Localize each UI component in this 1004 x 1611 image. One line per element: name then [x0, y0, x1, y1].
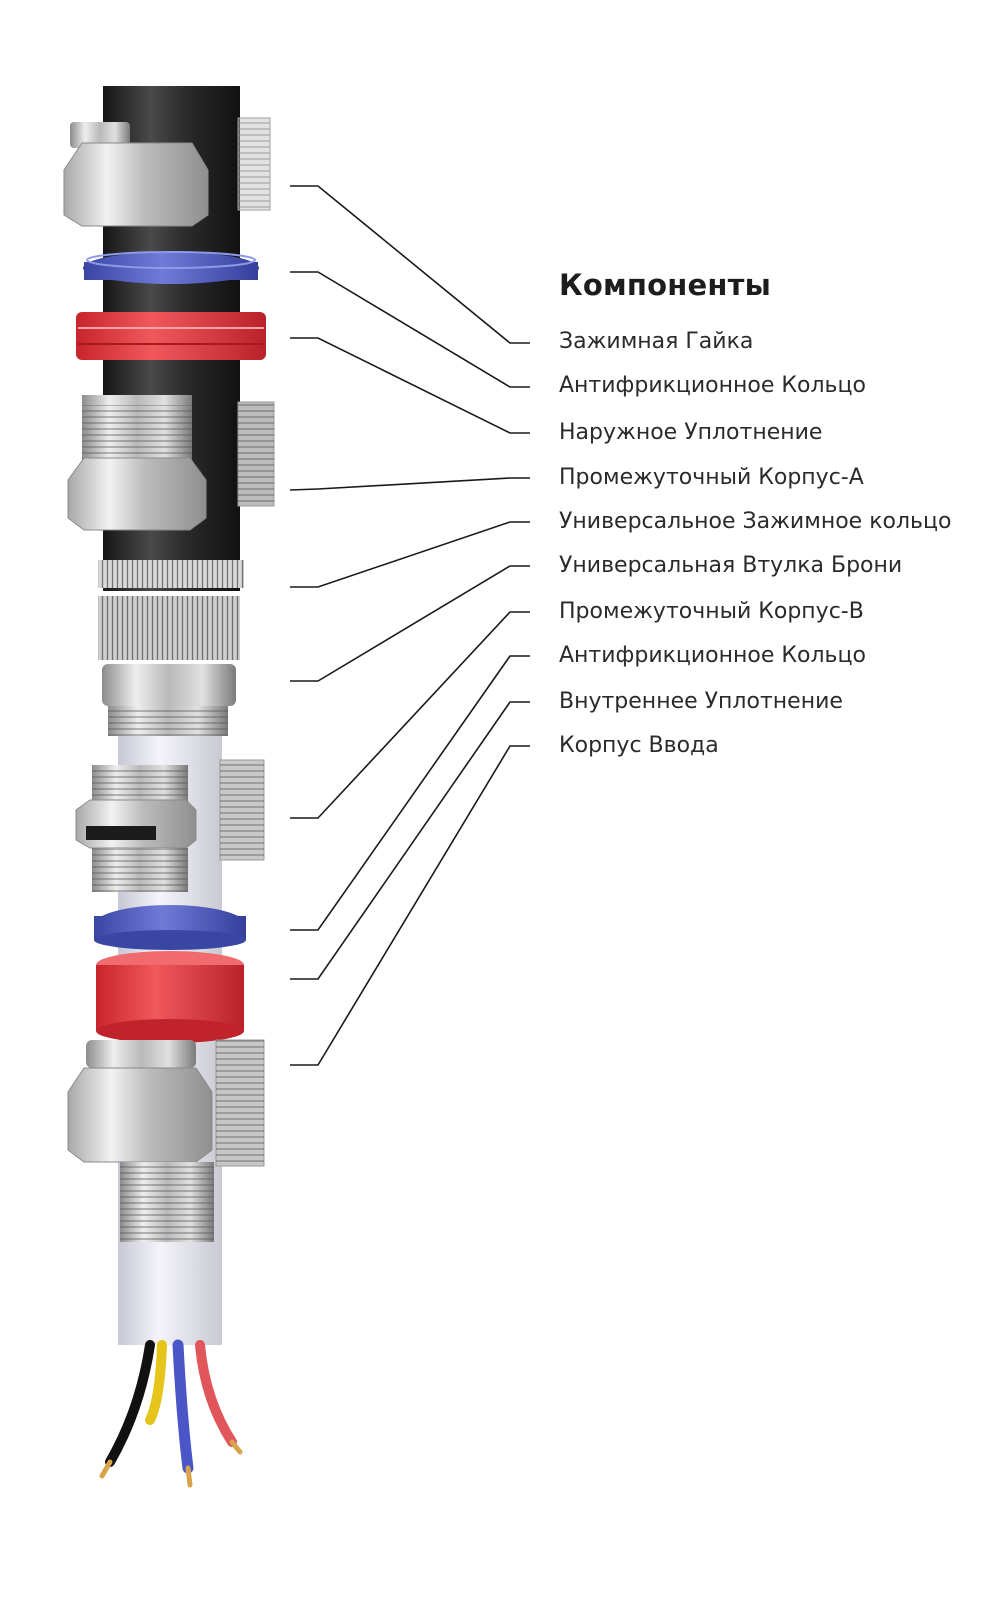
- component-label-6: Универсальная Втулка Брони: [559, 553, 903, 578]
- leader-line-6: [290, 565, 530, 682]
- component-label-2: Антифрикционное Кольцо: [559, 373, 866, 398]
- leader-line-1: [290, 185, 530, 344]
- leader-line-3: [290, 337, 530, 434]
- component-label-9: Внутреннее Уплотнение: [559, 689, 843, 714]
- leader-line-5: [290, 521, 530, 588]
- leader-line-7: [290, 611, 530, 819]
- component-label-1: Зажимная Гайка: [559, 329, 754, 354]
- anti-friction-ring-2: [94, 905, 246, 950]
- anti-friction-ring-1: [83, 251, 259, 284]
- component-label-8: Антифрикционное Кольцо: [559, 643, 866, 668]
- leader-line-10: [290, 745, 530, 1066]
- outer-seal: [76, 312, 266, 360]
- component-label-4: Промежуточный Корпус-А: [559, 465, 864, 490]
- inner-seal: [96, 951, 244, 1043]
- universal-clamping-ring: [98, 560, 244, 660]
- leader-lines: [289, 185, 530, 1066]
- component-label-10: Корпус Ввода: [559, 733, 719, 758]
- entry-body: [67, 1039, 265, 1242]
- component-label-3: Наружное Уплотнение: [559, 420, 823, 445]
- component-label-7: Промежуточный Корпус-В: [559, 599, 864, 624]
- component-label-5: Универсальное Зажимное кольцо: [559, 509, 952, 534]
- clamping-nut: [63, 117, 271, 227]
- leader-line-9: [290, 701, 530, 980]
- leader-line-4: [289, 477, 530, 491]
- leader-line-8: [290, 655, 530, 931]
- universal-armour-sleeve: [102, 664, 236, 736]
- intermediate-body-a: [67, 395, 275, 531]
- leader-line-2: [290, 271, 530, 388]
- intermediate-body-b: [75, 759, 265, 892]
- cable-conductors: [99, 1339, 243, 1488]
- components-title: Компоненты: [559, 268, 772, 302]
